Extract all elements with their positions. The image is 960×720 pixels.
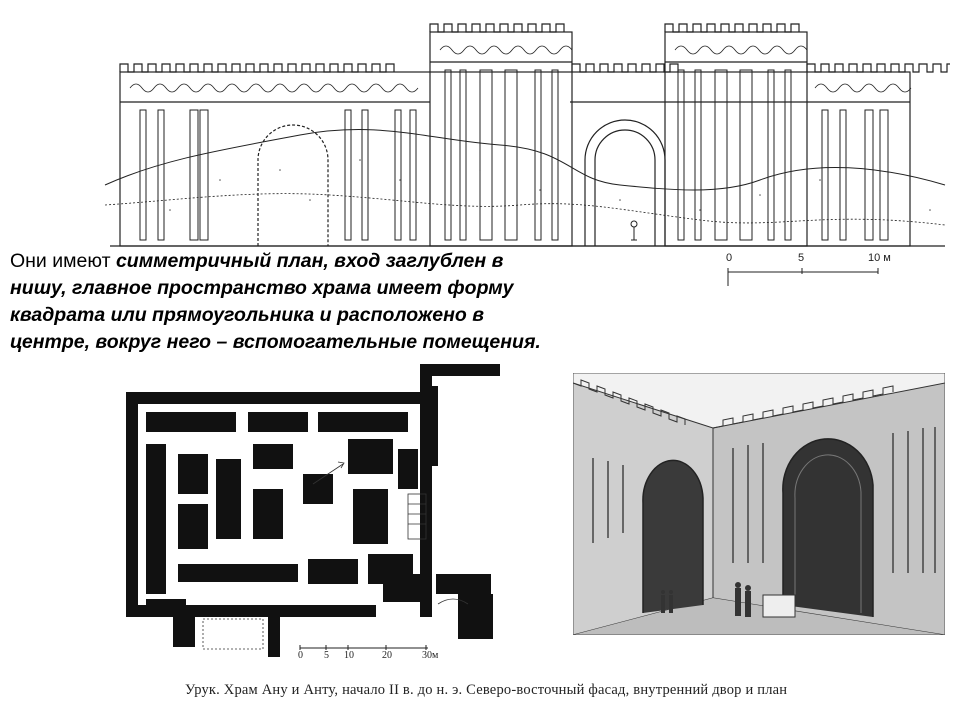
text-plain-start: Они имеют bbox=[10, 250, 116, 272]
plan-scale-graphic bbox=[299, 645, 428, 650]
plan-scale-bar: 0 5 10 20 30м bbox=[298, 644, 468, 670]
facade-scale-graphic bbox=[727, 268, 879, 286]
facade-scale-label-10: 10 м bbox=[868, 252, 891, 264]
facade-elevation-drawing bbox=[104, 23, 950, 247]
image-caption: Урук. Храм Ану и Анту, начало II в. до н… bbox=[185, 682, 788, 698]
plan-scale-label-5: 5 bbox=[324, 650, 329, 661]
plan-scale-label-30: 30м bbox=[422, 650, 439, 661]
plan-scale-label-0: 0 bbox=[298, 650, 303, 661]
facade-scale-label-5: 5 bbox=[798, 252, 805, 264]
facade-scale-label-0: 0 bbox=[726, 252, 733, 264]
plan-scale-label-20: 20 bbox=[382, 650, 392, 661]
temple-floor-plan bbox=[126, 364, 500, 657]
slide-text: Они имеют симметричный план, вход заглуб… bbox=[10, 248, 550, 356]
inner-courtyard-perspective bbox=[573, 373, 945, 635]
plan-scale-label-10: 10 bbox=[344, 650, 354, 661]
facade-scale-bar: 0 5 10 м bbox=[722, 252, 902, 288]
text-bold-part: симметричный план, вход заглублен в нишу… bbox=[10, 250, 541, 353]
